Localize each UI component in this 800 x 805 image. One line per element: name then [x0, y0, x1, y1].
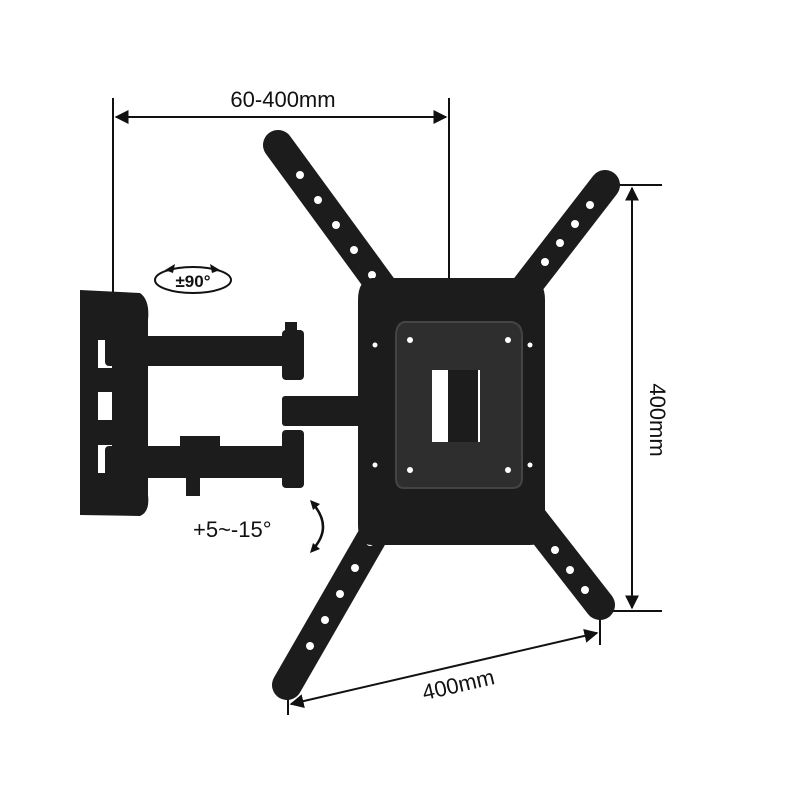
tilt-label: +5~-15°	[193, 517, 272, 542]
wall-plate	[80, 290, 149, 516]
vesa-plate	[358, 278, 545, 545]
swivel-indicator: ±90°	[154, 264, 232, 294]
tilt-arrow-icon	[313, 504, 325, 549]
horizontal-span-label: 400mm	[420, 664, 497, 705]
swing-arms	[105, 322, 372, 496]
horizontal-arrow	[289, 629, 599, 708]
arm-bottom-left	[272, 505, 397, 700]
tilt-indicator: +5~-15°	[193, 500, 325, 553]
swivel-label: ±90°	[175, 272, 210, 291]
swivel-arrow-icon	[154, 266, 232, 294]
vertical-span-label: 400mm	[645, 383, 670, 456]
width-range-label: 60-400mm	[230, 87, 335, 112]
width-dimension	[112, 98, 450, 292]
